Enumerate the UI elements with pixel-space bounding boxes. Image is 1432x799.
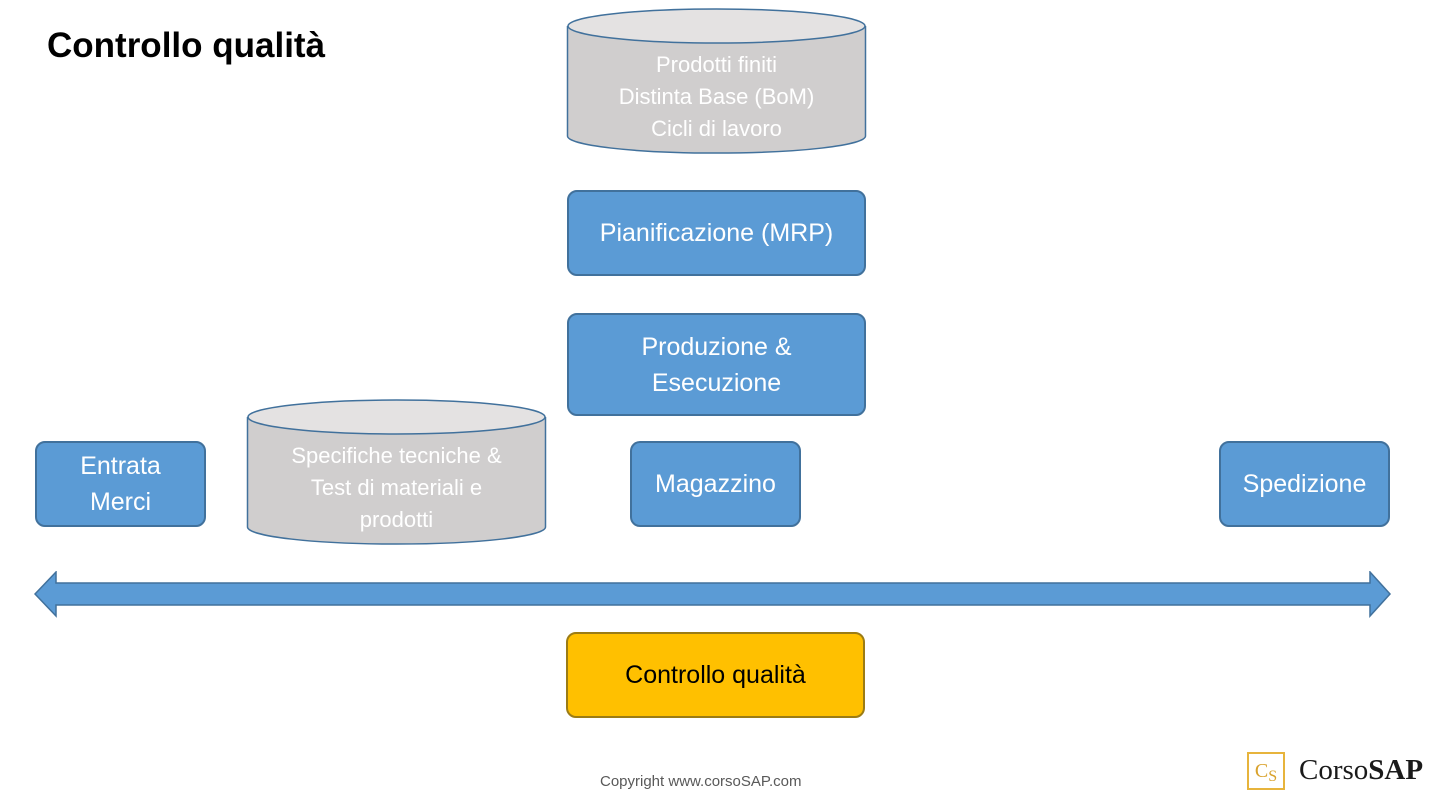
database-label: Specifiche tecniche & Test di materiali … xyxy=(246,440,547,536)
database-line: Test di materiali e xyxy=(310,475,483,500)
quality-control-label: Controllo qualità xyxy=(625,661,806,689)
goods-receipt-label-line: Merci xyxy=(89,488,152,516)
production-label-line: Produzione & xyxy=(641,332,792,361)
warehouse-box: Magazzino xyxy=(630,441,801,527)
planning-label: Pianificazione (MRP) xyxy=(599,219,834,247)
database-line: Specifiche tecniche & xyxy=(291,443,502,468)
corsosap-logo: CS CorsoSAP xyxy=(1247,752,1429,798)
database-line: Cicli di lavoro xyxy=(651,116,782,141)
shipping-label: Spedizione xyxy=(1242,470,1367,498)
goods-receipt-label-line: Entrata xyxy=(80,452,161,480)
goods-receipt-box: Entrata Merci xyxy=(35,441,206,527)
logo-wordmark: CorsoSAP xyxy=(1299,754,1423,787)
logo-mark-icon: CS xyxy=(1247,752,1285,790)
database-cylinder-shape xyxy=(566,8,867,154)
copyright-footer: Copyright www.corsoSAP.com xyxy=(600,773,802,790)
specs-database: Specifiche tecniche & Test di materiali … xyxy=(246,399,547,546)
logo-mark-letter: S xyxy=(1268,768,1278,785)
quality-control-box: Controllo qualità xyxy=(566,632,865,718)
double-arrow-icon xyxy=(33,570,1392,618)
database-cylinder-shape xyxy=(246,399,547,545)
logo-text-regular: Corso xyxy=(1299,754,1369,786)
planning-box: Pianificazione (MRP) xyxy=(567,190,866,276)
production-label-line: Esecuzione xyxy=(651,368,782,397)
database-line: Distinta Base (BoM) xyxy=(618,84,815,109)
production-box: Produzione & Esecuzione xyxy=(567,313,866,416)
database-line: Prodotti finiti xyxy=(655,52,778,77)
master-data-database: Prodotti finiti Distinta Base (BoM) Cicl… xyxy=(566,8,867,155)
database-line: prodotti xyxy=(359,507,434,532)
shipping-box: Spedizione xyxy=(1219,441,1390,527)
process-flow-arrow xyxy=(33,570,1392,624)
warehouse-label: Magazzino xyxy=(655,470,776,498)
database-label: Prodotti finiti Distinta Base (BoM) Cicl… xyxy=(566,49,867,145)
logo-mark-letter: C xyxy=(1254,760,1269,782)
logo-text-bold: SAP xyxy=(1368,754,1424,786)
slide-title: Controllo qualità xyxy=(47,26,326,65)
